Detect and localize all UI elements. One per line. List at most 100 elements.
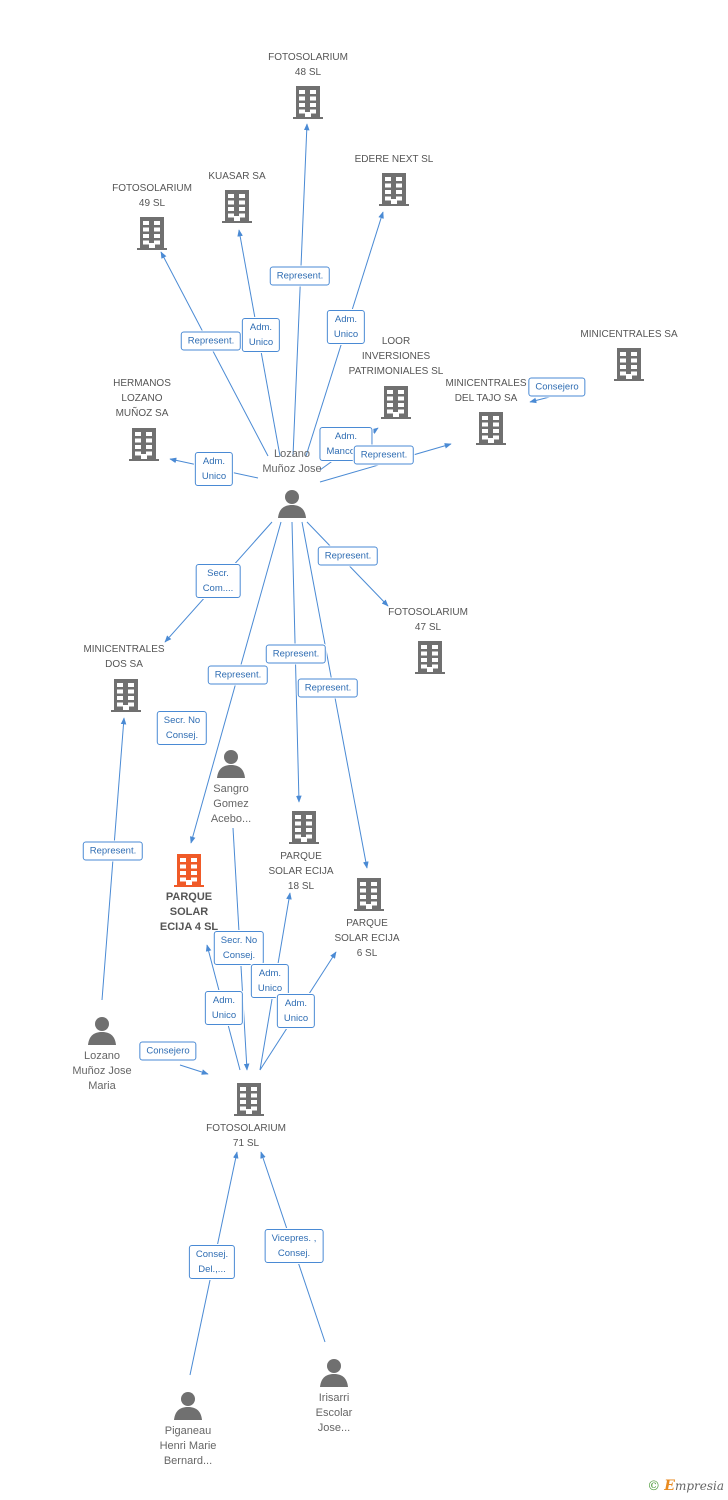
node-label: MINICENTRALES DOS SA <box>83 644 165 670</box>
building-icon <box>289 811 319 844</box>
building-icon <box>415 641 445 674</box>
edge-label[interactable]: Represent. <box>269 266 331 286</box>
building-icon <box>476 412 506 445</box>
node-label: Sangro Gomez Acebo... <box>210 783 252 825</box>
node-label: PARQUE SOLAR ECIJA 18 SL <box>268 851 334 892</box>
building-icon <box>293 86 323 119</box>
node-label: FOTOSOLARIUM 49 SL <box>112 183 192 209</box>
node-label: Lozano Muñoz Jose Maria <box>72 1050 132 1092</box>
node-loor[interactable]: LOOR INVERSIONES PATRIMONIALES SL <box>349 334 444 379</box>
edge-label-extra[interactable]: Secr. No Consej. <box>156 711 208 745</box>
edge-label[interactable]: Adm. Unico <box>194 452 234 486</box>
person-icon <box>174 1392 202 1420</box>
node-icon-parque4[interactable] <box>174 853 204 887</box>
edge-label[interactable]: Consejero <box>528 377 586 397</box>
edge-label[interactable]: Represent. <box>180 331 242 351</box>
edge-label[interactable]: Represent. <box>207 665 269 685</box>
node-lozano_maria[interactable]: Lozano Muñoz Jose Maria <box>72 1049 131 1094</box>
edge-label[interactable]: Represent. <box>353 445 415 465</box>
node-label: PARQUE SOLAR ECIJA 4 SL <box>159 891 219 933</box>
node-irisarri[interactable]: Irisarri Escolar Jose... <box>316 1391 353 1436</box>
edge-label[interactable]: Consejero <box>139 1041 197 1061</box>
node-sangro[interactable]: Sangro Gomez Acebo... <box>211 782 251 827</box>
copyright-icon: © <box>647 1478 661 1494</box>
node-icon-fotosolarium49[interactable] <box>137 216 167 250</box>
edge-lozano_maria-to-fotosolarium71 <box>179 1064 209 1075</box>
node-lozano_jose[interactable]: Lozano Muñoz Jose <box>262 447 321 477</box>
building-icon <box>129 428 159 461</box>
person-icon <box>278 490 306 518</box>
brand-initial: E <box>664 1478 675 1494</box>
node-fotosolarium48[interactable]: FOTOSOLARIUM 48 SL <box>268 50 348 80</box>
node-parque18[interactable]: PARQUE SOLAR ECIJA 18 SL <box>268 849 333 894</box>
focus-company-icon <box>174 854 204 887</box>
edge-label[interactable]: Secr. No Consej. <box>213 931 265 965</box>
node-parque6[interactable]: PARQUE SOLAR ECIJA 6 SL <box>334 916 399 961</box>
building-icon <box>111 679 141 712</box>
node-icon-irisarri[interactable] <box>319 1357 349 1387</box>
brand-name: mpresia <box>674 1479 724 1493</box>
node-label: Lozano Muñoz Jose <box>262 448 322 475</box>
node-minicentrales_dos[interactable]: MINICENTRALES DOS SA <box>83 642 164 672</box>
person-icon <box>320 1359 348 1387</box>
edge-label[interactable]: Adm. Unico <box>276 994 316 1028</box>
building-icon <box>234 1083 264 1116</box>
edge-label[interactable]: Consej. Del.,... <box>188 1245 236 1279</box>
edge-label[interactable]: Secr. Com.... <box>195 564 241 598</box>
node-icon-fotosolarium48[interactable] <box>293 85 323 119</box>
edge-label[interactable]: Represent. <box>317 546 379 566</box>
node-icon-loor[interactable] <box>381 385 411 419</box>
node-icon-parque6[interactable] <box>354 877 384 911</box>
node-label: FOTOSOLARIUM 48 SL <box>268 52 348 78</box>
edge-lozano_jose-to-fotosolarium49 <box>160 251 269 457</box>
person-icon <box>217 750 245 778</box>
edge-label[interactable]: Adm. Unico <box>241 318 281 352</box>
node-parque4[interactable]: PARQUE SOLAR ECIJA 4 SL <box>160 890 218 935</box>
node-hermanos[interactable]: HERMANOS LOZANO MUÑOZ SA <box>113 376 171 421</box>
building-icon <box>614 348 644 381</box>
building-icon <box>379 173 409 206</box>
node-icon-fotosolarium47[interactable] <box>415 640 445 674</box>
node-kuasar[interactable]: KUASAR SA <box>208 169 265 184</box>
building-icon <box>354 878 384 911</box>
node-icon-fotosolarium71[interactable] <box>234 1082 264 1116</box>
node-label: HERMANOS LOZANO MUÑOZ SA <box>113 378 171 419</box>
node-icon-lozano_jose[interactable] <box>277 488 307 518</box>
node-icon-minicentrales_tajo[interactable] <box>476 411 506 445</box>
node-icon-minicentrales_sa[interactable] <box>614 347 644 381</box>
node-edere[interactable]: EDERE NEXT SL <box>355 152 434 167</box>
node-piganeau[interactable]: Piganeau Henri Marie Bernard... <box>160 1424 217 1469</box>
node-label: EDERE NEXT SL <box>354 154 434 165</box>
edge-label[interactable]: Represent. <box>82 841 144 861</box>
edge-label[interactable]: Adm. Mancom. <box>319 427 373 461</box>
person-icon <box>88 1017 116 1045</box>
node-icon-parque18[interactable] <box>289 810 319 844</box>
node-fotosolarium49[interactable]: FOTOSOLARIUM 49 SL <box>112 181 192 211</box>
edge-label[interactable]: Represent. <box>297 678 359 698</box>
node-label: MINICENTRALES SA <box>580 329 678 340</box>
edge-lozano_jose-to-fotosolarium48 <box>292 123 310 457</box>
node-icon-minicentrales_dos[interactable] <box>111 678 141 712</box>
node-label: MINICENTRALES DEL TAJO SA <box>445 378 527 404</box>
node-icon-hermanos[interactable] <box>129 427 159 461</box>
building-icon <box>137 217 167 250</box>
edge-label[interactable]: Adm. Unico <box>326 310 366 344</box>
node-fotosolarium71[interactable]: FOTOSOLARIUM 71 SL <box>206 1121 286 1151</box>
node-icon-edere[interactable] <box>379 172 409 206</box>
node-label: FOTOSOLARIUM 47 SL <box>388 607 468 633</box>
node-icon-kuasar[interactable] <box>222 189 252 223</box>
node-icon-sangro[interactable] <box>216 748 246 778</box>
edge-label[interactable]: Adm. Unico <box>204 991 244 1025</box>
edge-label[interactable]: Vicepres. , Consej. <box>264 1229 324 1263</box>
node-icon-piganeau[interactable] <box>173 1390 203 1420</box>
node-label: Irisarri Escolar Jose... <box>315 1392 353 1434</box>
empresia-logo[interactable]: © Empresia <box>647 1478 724 1494</box>
node-minicentrales_tajo[interactable]: MINICENTRALES DEL TAJO SA <box>445 376 526 406</box>
node-fotosolarium47[interactable]: FOTOSOLARIUM 47 SL <box>388 605 468 635</box>
node-minicentrales_sa[interactable]: MINICENTRALES SA <box>580 327 677 342</box>
edge-label[interactable]: Represent. <box>265 644 327 664</box>
node-icon-lozano_maria[interactable] <box>87 1015 117 1045</box>
edge-label[interactable]: Adm. Unico <box>250 964 290 998</box>
